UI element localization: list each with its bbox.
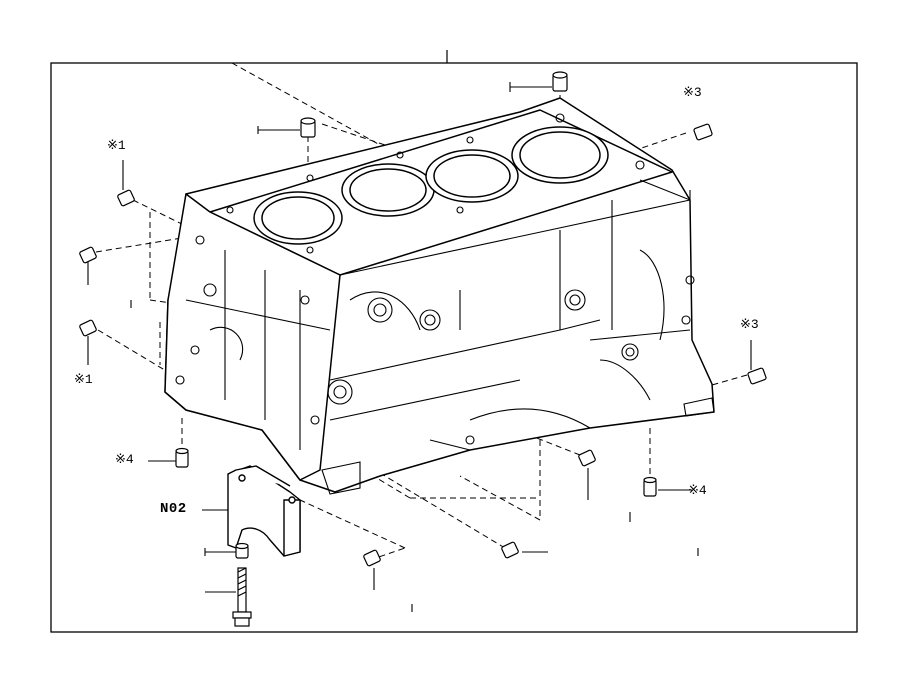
callout-3-upper: ※3 (683, 85, 702, 100)
callout-4-right: ※4 (688, 483, 707, 498)
part-code-label: N02 (160, 501, 187, 517)
engine-block (164, 97, 715, 493)
dowel-pins (79, 71, 767, 567)
solid-leader-lines (87, 82, 752, 612)
diagram-frame (50, 62, 858, 633)
bearing-cap-n02 (227, 465, 301, 557)
callout-3-lower: ※3 (740, 317, 759, 332)
callout-4-left: ※4 (115, 452, 134, 467)
callout-1-lower: ※1 (74, 372, 93, 387)
block-details (175, 113, 715, 495)
callout-1-upper: ※1 (107, 138, 126, 153)
bearing-cap-bolt (232, 567, 252, 627)
